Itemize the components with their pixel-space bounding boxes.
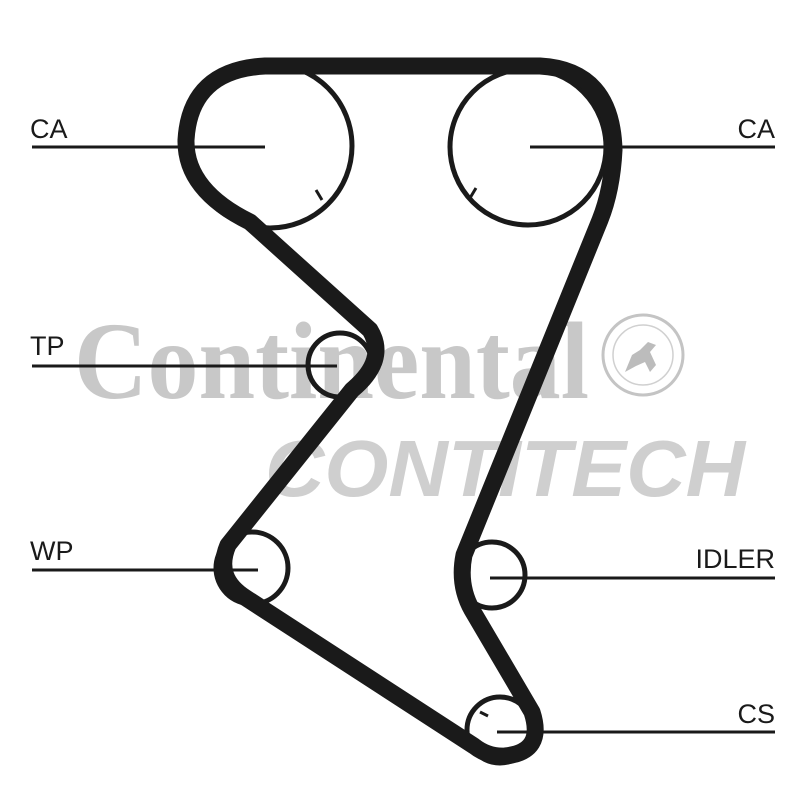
label-crankshaft: CS xyxy=(737,699,775,729)
label-cam-right: CA xyxy=(737,114,775,144)
label-water-pump: WP xyxy=(30,536,74,566)
horse-seal-icon xyxy=(601,313,685,397)
label-cam-left: CA xyxy=(30,114,68,144)
timing-belt xyxy=(177,57,623,765)
label-tensioner: TP xyxy=(30,331,65,361)
watermark-logo: Continental CONTITECH xyxy=(74,300,747,513)
watermark-continental: Continental xyxy=(74,300,589,422)
timing-marks xyxy=(314,187,489,718)
label-idler: IDLER xyxy=(695,544,775,574)
